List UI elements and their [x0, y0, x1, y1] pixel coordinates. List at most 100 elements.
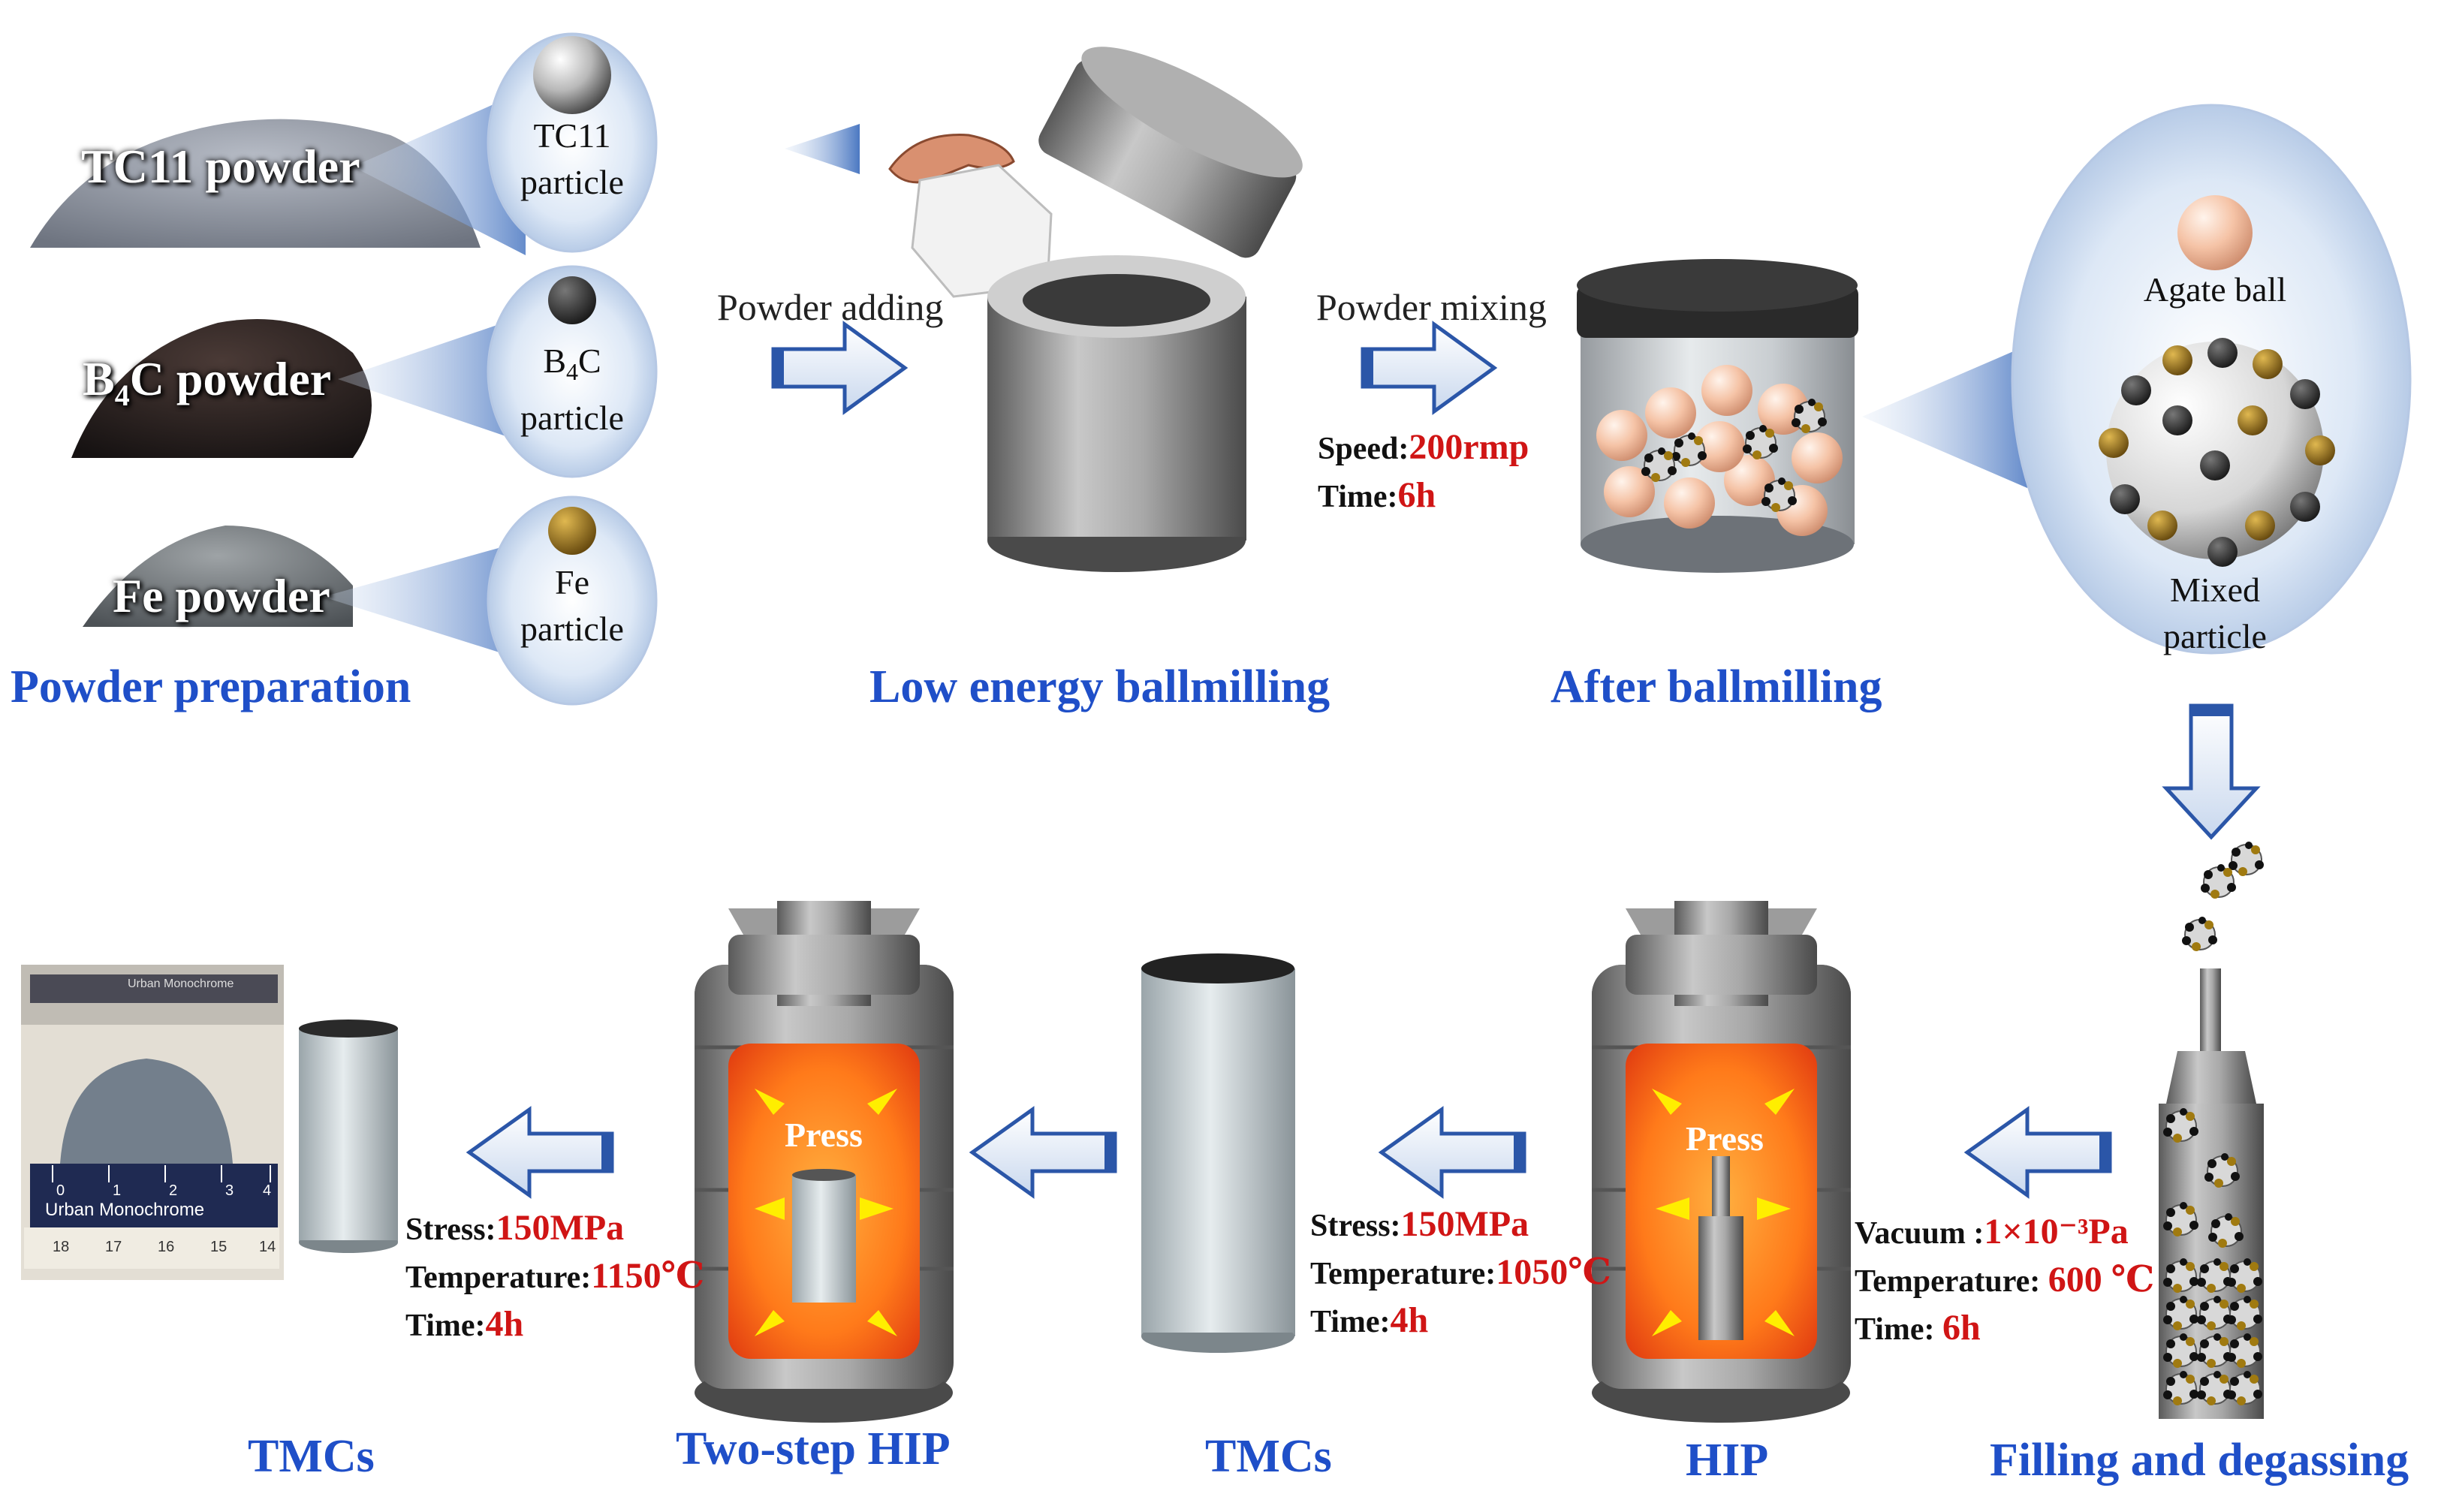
jar-contents	[1596, 365, 1843, 536]
b4c-particle-sub: 4	[566, 358, 578, 386]
arrow-to-tmcs	[1378, 1106, 1526, 1199]
falling-particle	[2181, 916, 2218, 952]
fe-particle-bubble	[487, 495, 658, 706]
powder-mixing-label: Powder mixing	[1316, 286, 1547, 328]
hip-press-label: Press	[1686, 1119, 1764, 1158]
b4c-pile-sub: 4	[114, 378, 130, 412]
hip-temp-label: Temperature:	[1310, 1257, 1496, 1291]
hip-stress-value: 150MPa	[1400, 1204, 1529, 1244]
tc11-powder-label: TC11 powder	[81, 140, 360, 193]
ballmill-jar-open	[987, 255, 1246, 572]
ts-stress-row: Stress:150MPa	[405, 1205, 704, 1253]
ts-time-label: Time:	[405, 1309, 486, 1343]
stage-powder-preparation: Powder preparation	[11, 661, 411, 712]
stage-tmcs-middle: TMCs	[1205, 1431, 1332, 1482]
tc11-powder-pile	[30, 119, 481, 248]
hip-stress-row: Stress:150MPa	[1310, 1201, 1611, 1249]
ruler-number-3: 3	[225, 1182, 234, 1199]
degas-time-label: Time:	[1855, 1312, 1943, 1347]
mixed-particle-label: Mixed particle	[2132, 567, 2298, 660]
mixed-line2: particle	[2163, 617, 2267, 655]
stage-after-ballmilling: After ballmilling	[1550, 661, 1882, 712]
mix-time-value: 6h	[1397, 475, 1436, 515]
powder-mixing-arrow	[1361, 321, 1498, 415]
vacuum-row: Vacuum :1×10⁻³Pa	[1855, 1209, 2154, 1257]
ruler-bottom-16: 16	[158, 1239, 175, 1255]
falling-particle	[2228, 841, 2265, 877]
vacuum-label: Vacuum :	[1855, 1216, 1984, 1251]
degas-temp-row: Temperature: 600 ℃	[1855, 1257, 2154, 1305]
stage-tmcs-final: TMCs	[248, 1431, 375, 1482]
stage-filling-and-degassing: Filling and degassing	[1990, 1435, 2409, 1486]
b4c-powder-label: B4C powder	[83, 351, 331, 413]
ruler-number-4: 4	[263, 1182, 272, 1199]
tc11-particle-label: TC11 particle	[505, 113, 640, 206]
two-step-hip-furnace	[695, 901, 954, 1423]
ballmill-lid	[1038, 47, 1303, 258]
sample-photo	[21, 965, 284, 1280]
two-step-press-label: Press	[785, 1116, 863, 1154]
arrow-to-final-tmcs	[466, 1106, 614, 1199]
hip-params: Stress:150MPa Temperature:1050℃ Time:4h	[1310, 1201, 1611, 1345]
mixed-line1: Mixed	[2169, 571, 2261, 609]
b4c-particle-label: B4C particle	[505, 338, 640, 441]
ts-stress-label: Stress:	[405, 1212, 496, 1247]
mix-time-row: Time:6h	[1318, 472, 1529, 520]
tmcs-cylinder-final	[299, 1020, 398, 1253]
b4c-particle-bubble	[487, 265, 658, 478]
ts-temp-row: Temperature:1150℃	[405, 1253, 704, 1301]
fe-zoom-cone	[323, 541, 526, 661]
b4c-powder-pile	[71, 319, 372, 458]
fe-particle-line1: Fe	[555, 563, 589, 601]
ruler-bottom-18: 18	[53, 1239, 70, 1255]
agate-ball-sphere	[2177, 195, 2253, 270]
powder-adding-arrow	[771, 321, 909, 415]
ruler-number-1: 1	[113, 1182, 122, 1199]
speed-value: 200rmp	[1409, 427, 1529, 467]
tc11-particle-bubble	[487, 32, 658, 253]
mixed-particle-sphere	[2099, 338, 2335, 567]
tc11-particle-line1: TC11	[533, 116, 611, 155]
fe-particle-label: Fe particle	[505, 559, 640, 652]
tc11-zoom-cone	[353, 90, 526, 255]
b4c-particle-pre: B	[543, 342, 566, 380]
ts-stress-value: 150MPa	[496, 1208, 625, 1248]
arrow-to-two-step-hip	[969, 1106, 1117, 1199]
degas-time-row: Time: 6h	[1855, 1305, 2154, 1353]
b4c-particle-sphere	[548, 276, 596, 324]
mix-zoom-cone	[1862, 345, 2027, 488]
powder-adding-label: Powder adding	[717, 286, 944, 328]
ruler-bottom-17: 17	[105, 1239, 122, 1255]
b4c-particle-line2: particle	[520, 399, 624, 438]
photo-brand-top: Urban Monochrome	[128, 977, 234, 990]
ts-temp-label: Temperature:	[405, 1261, 592, 1295]
hip-temp-row: Temperature:1050℃	[1310, 1249, 1611, 1297]
mixing-params: Speed:200rmp Time:6h	[1318, 424, 1529, 520]
tmcs-cylinder-middle	[1141, 953, 1295, 1353]
ruler-number-0: 0	[56, 1182, 65, 1199]
ts-time-row: Time:4h	[405, 1301, 704, 1349]
speed-row: Speed:200rmp	[1318, 424, 1529, 472]
fe-powder-pile	[83, 526, 353, 627]
fe-powder-label: Fe powder	[113, 569, 330, 622]
mix-time-label: Time:	[1318, 480, 1398, 514]
falling-particle	[2200, 863, 2237, 899]
b4c-zoom-cone	[338, 315, 526, 443]
hip-furnace	[1592, 901, 1851, 1423]
tc11-particle-line2: particle	[520, 163, 624, 201]
ts-time-value: 4h	[485, 1304, 524, 1344]
hip-time-value: 4h	[1390, 1300, 1429, 1340]
agate-ball-label: Agate ball	[2143, 270, 2287, 309]
degas-time-value: 6h	[1942, 1308, 1981, 1348]
hip-time-row: Time:4h	[1310, 1297, 1611, 1345]
degas-temp-label: Temperature:	[1855, 1264, 2048, 1299]
speed-label: Speed:	[1318, 432, 1409, 466]
pointer-triangle	[785, 124, 860, 174]
down-arrow	[2162, 703, 2261, 840]
vacuum-value: 1×10⁻³Pa	[1984, 1212, 2129, 1251]
ruler-bottom-15: 15	[210, 1239, 228, 1255]
degassing-capsule	[2159, 968, 2264, 1419]
tc11-particle-sphere	[533, 36, 611, 114]
degas-temp-value: 600 ℃	[2048, 1260, 2155, 1300]
